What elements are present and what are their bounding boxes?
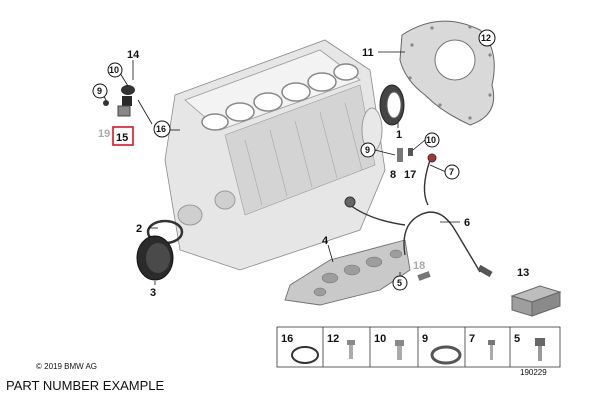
drawing-number: 190229 [520, 368, 547, 377]
hardware-legend: 16 12 10 9 7 5 [276, 326, 561, 368]
callout-9-upper: 9 [97, 86, 102, 96]
callout-9-lower: 9 [365, 145, 370, 155]
callout-4: 4 [322, 235, 329, 247]
legend-bolt-10 [395, 340, 404, 360]
callout-5: 5 [397, 278, 402, 288]
engine-block [164, 39, 386, 271]
callout-14: 14 [127, 49, 140, 61]
legend-label-5: 5 [514, 333, 520, 345]
legend-ring-9 [430, 345, 462, 365]
callout-11: 11 [362, 47, 374, 59]
callout-leaders [101, 37, 490, 285]
legend-label-16: 16 [281, 333, 293, 345]
legend-label-10: 10 [374, 333, 386, 345]
caption: PART NUMBER EXAMPLE [6, 378, 165, 393]
legend-bolt-12 [347, 340, 355, 359]
callout-15: 15 [116, 132, 128, 144]
callout-1: 1 [396, 129, 402, 141]
legend-oring-16 [291, 346, 319, 364]
radial-shaft-seal [379, 84, 405, 126]
highlighted-callout-15[interactable]: 15 [112, 126, 134, 146]
callout-16: 16 [156, 124, 166, 134]
callout-19: 19 [98, 128, 110, 140]
callout-8: 8 [390, 169, 396, 181]
legend-label-7: 7 [469, 333, 475, 345]
circled-callouts: 10 9 16 12 10 9 7 5 [92, 29, 496, 291]
sensor-wiring-harness [344, 153, 493, 278]
sealing-cover [136, 235, 174, 281]
legend-capscrew-5 [535, 338, 545, 361]
oil-pressure-sensor [103, 85, 135, 117]
callout-12: 12 [481, 33, 491, 43]
legend-label-12: 12 [327, 333, 339, 345]
copyright-notice: © 2019 BMW AG [36, 362, 98, 371]
callout-18: 18 [413, 260, 425, 272]
callout-10-upper: 10 [109, 65, 119, 75]
legend-screw-7 [488, 340, 495, 360]
sealant-box [510, 285, 562, 317]
callout-6: 6 [464, 217, 470, 229]
oil-baffle [284, 239, 411, 306]
callout-2: 2 [136, 223, 142, 235]
callout-labels: 14 11 1 8 17 6 2 4 3 13 19 18 [98, 47, 529, 299]
callout-7: 7 [449, 167, 454, 177]
callout-17: 17 [404, 169, 416, 181]
callout-3: 3 [150, 287, 156, 299]
end-cover-plate [399, 20, 495, 126]
callout-10-lower: 10 [426, 135, 436, 145]
legend-label-9: 9 [422, 333, 428, 345]
callout-13: 13 [517, 267, 529, 279]
